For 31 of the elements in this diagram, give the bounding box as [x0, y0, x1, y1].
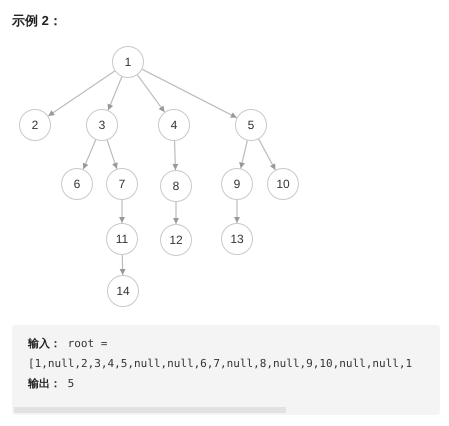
tree-node: 6 — [61, 168, 93, 200]
arrow — [239, 140, 248, 169]
arrow — [136, 74, 166, 112]
tree-node: 14 — [107, 275, 139, 307]
arrow — [258, 138, 276, 170]
tree-node: 10 — [267, 168, 299, 200]
code-line: [1,null,2,3,4,5,null,null,6,7,null,8,null,9,10,null,null,1 — [28, 356, 414, 372]
tree-node: 1 — [112, 46, 144, 78]
arrow — [119, 200, 125, 223]
arrow — [234, 200, 240, 223]
tree-node: 7 — [106, 168, 138, 200]
arrow — [48, 70, 116, 117]
arrow — [142, 68, 238, 118]
code-line: 输入： root = — [28, 336, 108, 352]
arrow — [120, 254, 126, 276]
arrow — [173, 202, 179, 224]
arrow — [108, 76, 122, 110]
tree-node: 3 — [86, 109, 118, 141]
tree-node: 11 — [106, 223, 138, 255]
tree-node: 13 — [221, 223, 253, 255]
tree-node: 4 — [158, 109, 190, 141]
arrow — [172, 140, 178, 170]
arrow — [106, 140, 118, 170]
tree-node: 9 — [221, 168, 253, 200]
tree-node: 2 — [19, 109, 51, 141]
arrow — [82, 140, 96, 170]
tree-node: 8 — [160, 170, 192, 202]
tree-node: 12 — [160, 224, 192, 256]
code-line: 输出： 5 — [28, 376, 76, 392]
tree-node: 5 — [235, 109, 267, 141]
heading: 示例 2： — [12, 12, 62, 30]
